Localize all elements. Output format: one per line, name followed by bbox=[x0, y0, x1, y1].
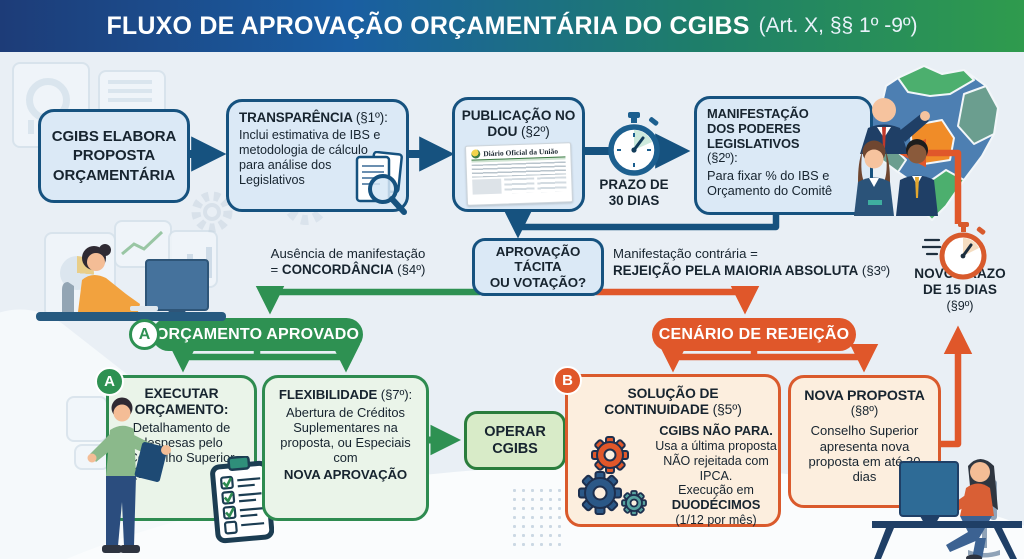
newspaper-icon: Diário Oficial da União bbox=[464, 142, 573, 207]
decor-dot-grid bbox=[510, 486, 562, 546]
woman-at-desk-right bbox=[872, 459, 1022, 559]
flexibilidade-body: Abertura de Créditos Suplementares na pr… bbox=[280, 405, 411, 466]
contraria-bold: REJEIÇÃO PELA MAIORIA ABSOLUTA bbox=[613, 262, 859, 278]
checklist-clipboard-icon bbox=[210, 456, 274, 544]
prazo-30-dias-label: PRAZO DE 30 DIAS bbox=[599, 177, 669, 209]
badge-b-box: B bbox=[553, 366, 582, 395]
flexibilidade-bold: NOVA APROVAÇÃO bbox=[283, 466, 408, 482]
woman-at-desk-left bbox=[36, 244, 226, 321]
node-manifestacao: MANIFESTAÇÃO DOS PODERES LEGISLATIVOS (§… bbox=[694, 96, 873, 215]
node-operar-cgibs: OPERAR CGIBS bbox=[464, 411, 566, 470]
contraria-ref: (§3º) bbox=[858, 262, 891, 278]
node-cgibs-text: CGIBS ELABORA PROPOSTA ORÇAMENTÁRIA bbox=[51, 127, 177, 184]
novo-prazo-ref: (§9º) bbox=[946, 298, 974, 313]
publicacao-ref: (§2º) bbox=[520, 123, 550, 139]
ausencia-bold: CONCORDÂNCIA bbox=[281, 261, 394, 277]
header-banner: FLUXO DE APROVAÇÃO ORÇAMENTÁRIA DO CGIBS… bbox=[0, 0, 1024, 52]
pill-cenario-rejeicao: CENÁRIO DE REJEIÇÃO bbox=[652, 318, 856, 351]
node-flexibilidade: FLEXIBILIDADE (§7º): Abertura de Crédito… bbox=[262, 375, 429, 521]
transparencia-body: Inclui estimativa de IBS e metodologia d… bbox=[239, 128, 381, 187]
ausencia-ref: (§4º) bbox=[393, 261, 426, 277]
document-magnifier-icon bbox=[355, 151, 407, 215]
transparencia-ref: (§1º): bbox=[355, 110, 388, 125]
legislators-people-icon bbox=[854, 98, 938, 216]
manifestacao-ref: (§2º): bbox=[707, 150, 738, 166]
ausencia-annotation: Ausência de manifestação = CONCORDÂNCIA … bbox=[270, 246, 426, 277]
contraria-annotation: Manifestação contrária = REJEIÇÃO PELA M… bbox=[613, 246, 891, 278]
node-transparencia: TRANSPARÊNCIA (§1º): Inclui estimativa d… bbox=[226, 99, 409, 215]
manifestacao-title: MANIFESTAÇÃO DOS PODERES LEGISLATIVOS bbox=[707, 106, 809, 151]
node-aprovacao-tacita: APROVAÇÃO TÁCITA OU VOTAÇÃO? bbox=[472, 238, 604, 296]
nova-proposta-ref: (§8º) bbox=[850, 403, 879, 419]
stopwatch-icon bbox=[608, 112, 660, 176]
standing-man-with-tablet bbox=[87, 397, 171, 553]
publicacao-title: PUBLICAÇÃO NO DOU bbox=[461, 108, 576, 139]
page-title: FLUXO DE APROVAÇÃO ORÇAMENTÁRIA DO CGIBS bbox=[106, 11, 750, 40]
solucao-ref: (§5º) bbox=[712, 401, 742, 417]
solucao-body1: Usa a última proposta NÃO rejeitada com … bbox=[655, 439, 777, 483]
stopwatch-speed-icon bbox=[922, 222, 987, 280]
manifestacao-body: Para fixar % do IBS e Orçamento do Comit… bbox=[707, 168, 833, 199]
flexibilidade-ref: (§7º): bbox=[380, 387, 413, 402]
newspaper-crest-icon bbox=[470, 149, 480, 159]
solucao-bold1: CGIBS NÃO PARA. bbox=[659, 422, 773, 438]
node-publicacao-dou: PUBLICAÇÃO NO DOU (§2º) Diário Oficial d… bbox=[452, 97, 585, 212]
solucao-title2: CONTINUIDADE bbox=[604, 401, 709, 417]
page-subtitle: (Art. X, §§ 1º -9º) bbox=[758, 14, 918, 37]
gears-icon bbox=[578, 436, 647, 516]
transparencia-title: TRANSPARÊNCIA bbox=[239, 110, 353, 125]
node-solucao-continuidade: SOLUÇÃO DE CONTINUIDADE (§5º) CGIBS NÃO … bbox=[565, 374, 781, 527]
badge-a-box: A bbox=[95, 367, 124, 396]
node-cgibs-elabora: CGIBS ELABORA PROPOSTA ORÇAMENTÁRIA bbox=[38, 109, 190, 203]
badge-a-pill: A bbox=[129, 319, 160, 350]
solucao-body3: (1/12 por mês) bbox=[675, 512, 757, 527]
flexibilidade-title: FLEXIBILIDADE bbox=[278, 387, 378, 402]
solucao-bold2: DUODÉCIMOS bbox=[671, 496, 761, 512]
solucao-body2: Execução em bbox=[678, 483, 754, 498]
nova-proposta-body: Conselho Superior apresenta nova propost… bbox=[808, 423, 921, 484]
nova-proposta-title: NOVA PROPOSTA bbox=[804, 388, 925, 404]
